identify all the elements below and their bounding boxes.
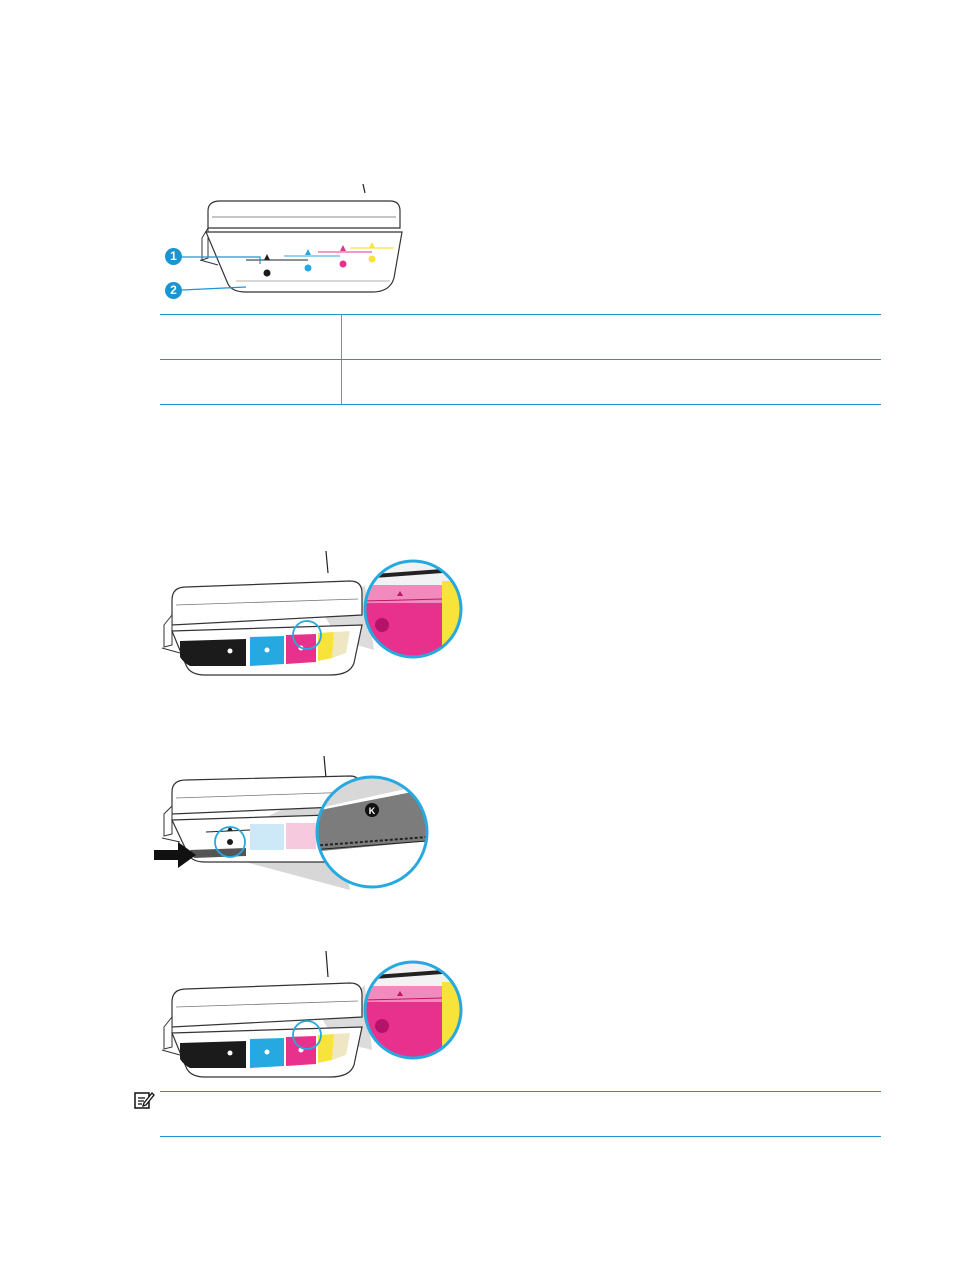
table-top-rule <box>160 314 881 315</box>
callout-badge-2: 2 <box>165 282 182 299</box>
figure-ink-level-min-zoom: K <box>150 750 450 890</box>
ink-level-max-drawing <box>161 550 463 676</box>
table-bottom-rule <box>160 404 881 405</box>
note-top-rule <box>160 1091 881 1092</box>
callout-table <box>160 314 881 406</box>
callout-badge-1: 1 <box>165 248 182 265</box>
note-block <box>133 1090 881 1138</box>
figure-ink-tanks-callouts: 1 2 <box>150 180 420 305</box>
ink-tank-line-drawing <box>181 183 403 293</box>
zoom-label-k: K <box>369 806 376 816</box>
figure-ink-level-max-zoom <box>150 545 470 685</box>
ink-level-min-drawing: K <box>154 755 429 890</box>
figure-ink-level-ok-zoom <box>150 945 470 1085</box>
ink-level-ok-drawing <box>161 950 463 1078</box>
note-icon <box>133 1090 155 1110</box>
table-row-divider <box>160 359 881 360</box>
note-bottom-rule <box>160 1136 881 1137</box>
